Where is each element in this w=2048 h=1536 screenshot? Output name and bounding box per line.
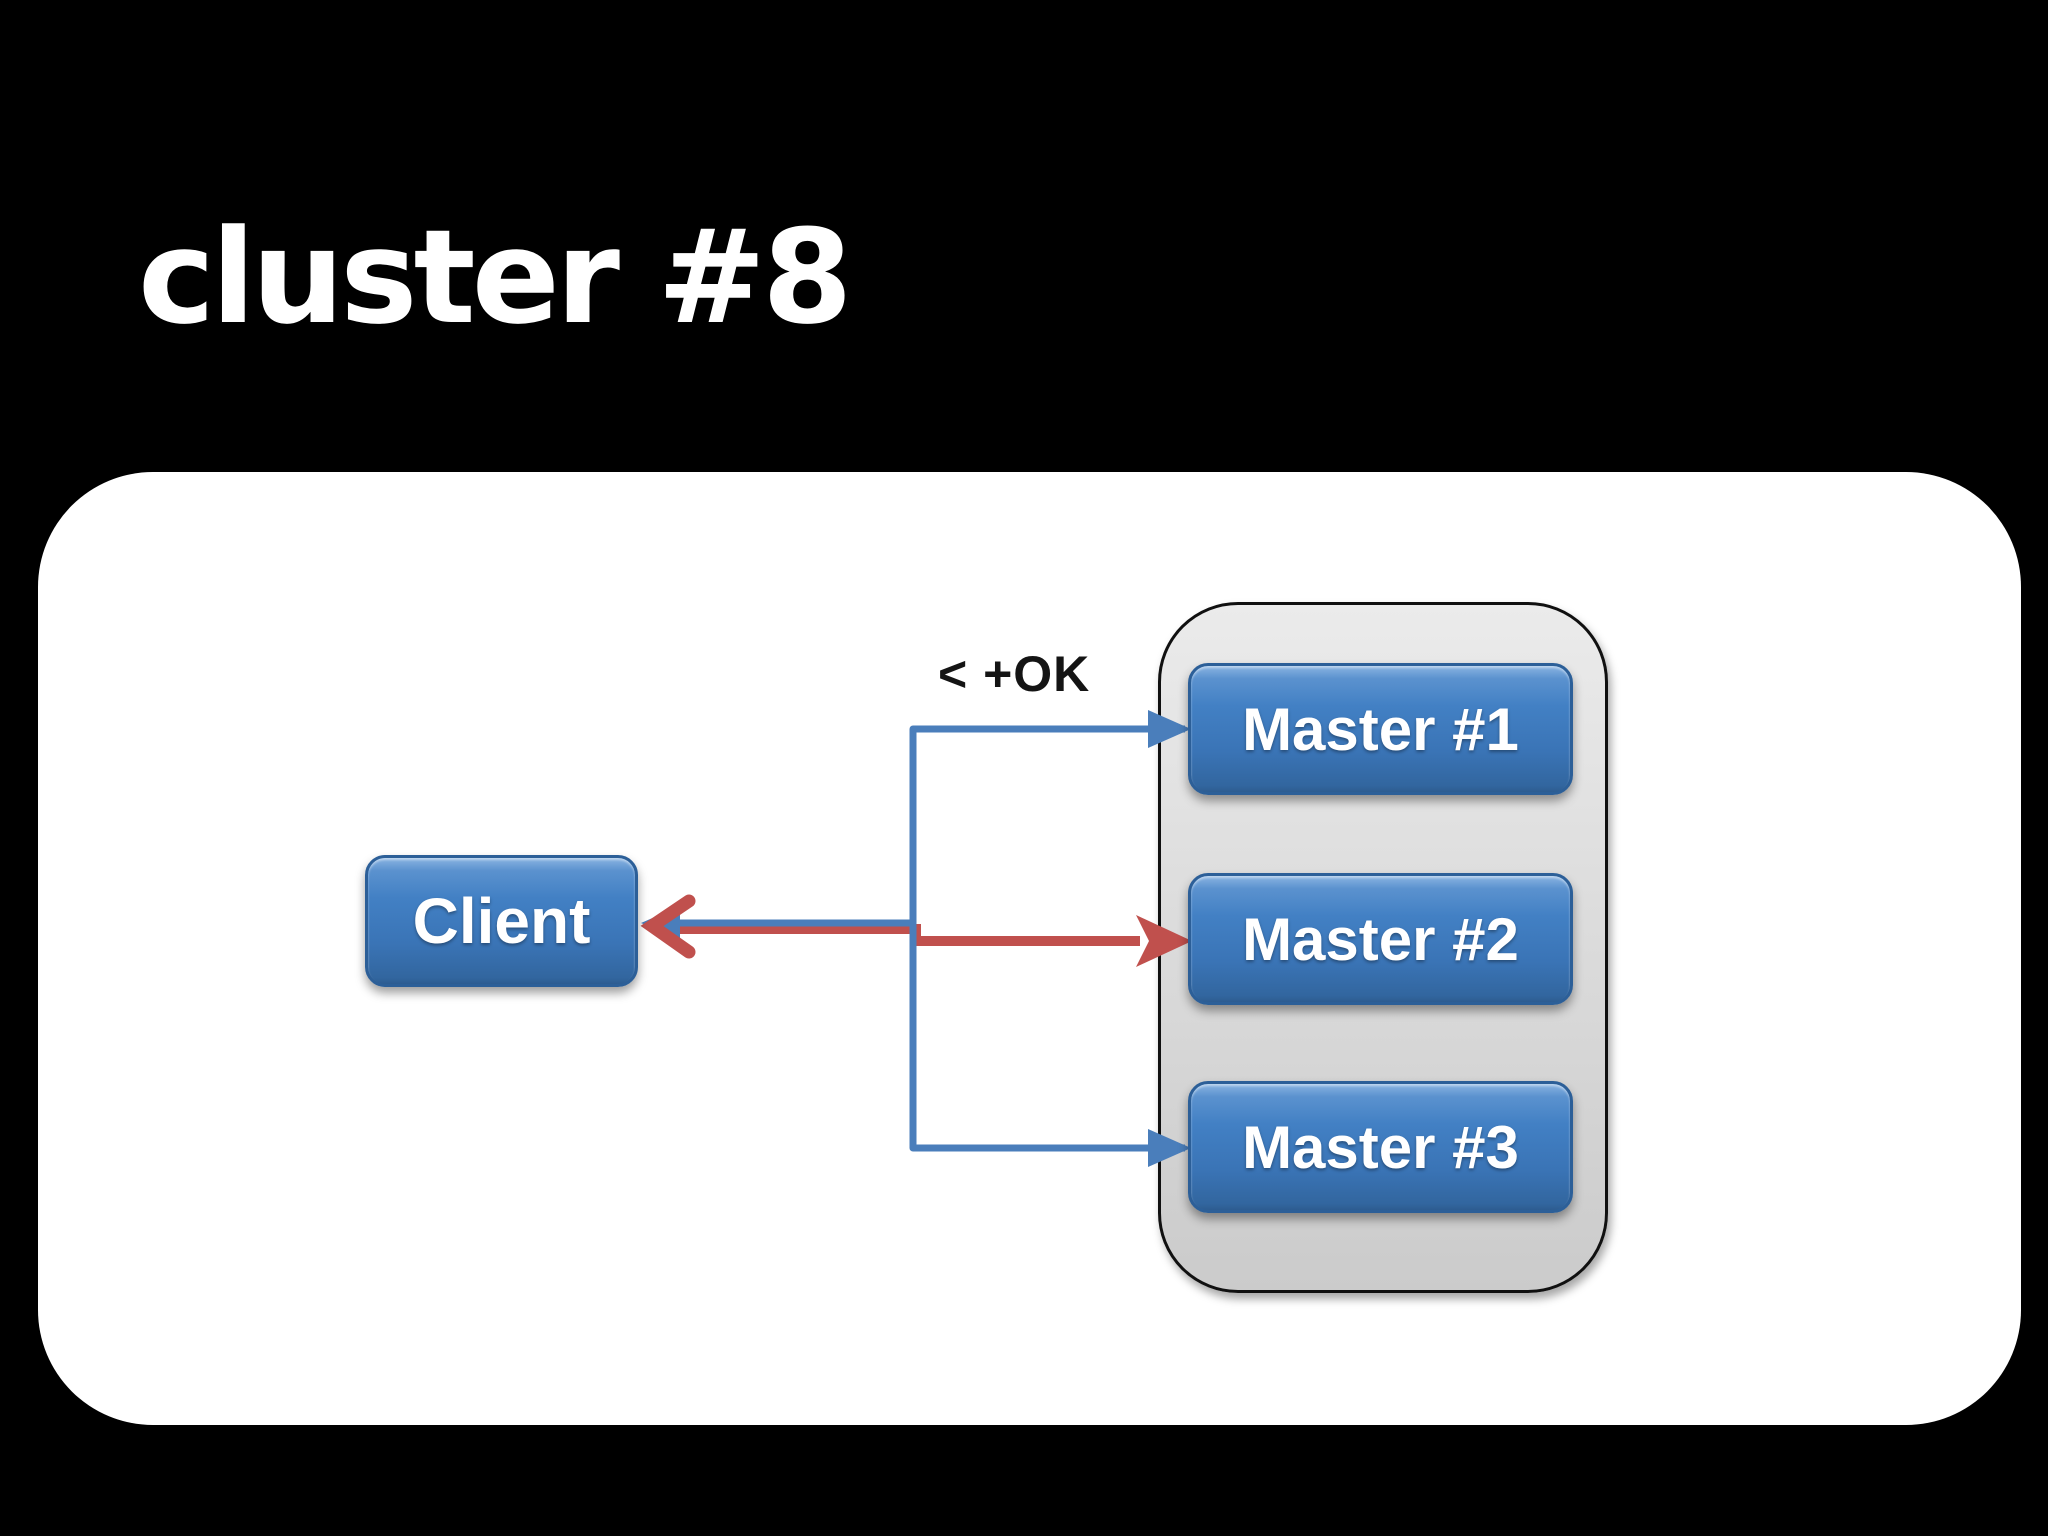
edge-label-ok: < +OK (938, 646, 1091, 702)
master-3-node: Master #3 (1188, 1081, 1573, 1213)
client-node: Client (365, 855, 638, 987)
client-node-label: Client (412, 885, 591, 957)
master-3-label: Master #3 (1242, 1113, 1519, 1181)
master-1-node: Master #1 (1188, 663, 1573, 795)
master-1-label: Master #1 (1242, 695, 1519, 763)
diagram-panel (38, 472, 2021, 1425)
slide-title: cluster #8 (138, 201, 853, 353)
master-2-node: Master #2 (1188, 873, 1573, 1005)
master-2-label: Master #2 (1242, 905, 1519, 973)
